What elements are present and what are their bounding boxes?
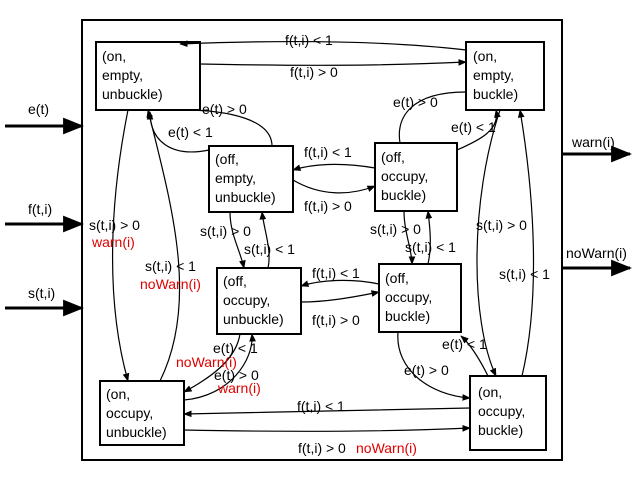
edge-s7-s8 bbox=[183, 424, 471, 432]
label-s-gt0-c1: s(t,i) > 0 bbox=[200, 223, 251, 239]
label-f-lt1-low: f(t,i) < 1 bbox=[312, 265, 360, 281]
state-off-occupy-buckle-lower bbox=[378, 263, 462, 333]
input-arrows bbox=[5, 117, 85, 317]
state-3-line-2: empty, bbox=[215, 170, 256, 186]
label-e-gt0-bl: e(t) > 0 bbox=[214, 367, 259, 383]
output-arrows bbox=[562, 145, 633, 277]
state-8-line-2: occupy, bbox=[478, 403, 525, 419]
edge-s1-s2 bbox=[199, 58, 467, 66]
label-f-gt0-mid: f(t,i) > 0 bbox=[304, 198, 352, 214]
label-s-lt1-right: s(t,i) < 1 bbox=[499, 266, 550, 282]
edge-s5-s7 bbox=[183, 333, 241, 393]
edge-s4-s3 bbox=[292, 163, 376, 171]
label-f-lt1-top: f(t,i) < 1 bbox=[285, 32, 333, 48]
label-s-gt0-left: s(t,i) > 0 bbox=[89, 217, 140, 233]
label-f-lt1-bot: f(t,i) < 1 bbox=[297, 398, 345, 414]
state-off-occupy-unbuckle bbox=[216, 267, 302, 335]
state-off-empty-unbuckle bbox=[208, 145, 294, 213]
label-e-lt1-br: e(t) < 1 bbox=[442, 336, 487, 352]
state-7-line-1: (on, bbox=[106, 386, 130, 402]
label-nowarn-bot: noWarn(i) bbox=[356, 440, 417, 456]
state-3-line-3: unbuckle) bbox=[215, 189, 276, 205]
state-4-line-3: buckle) bbox=[381, 187, 426, 203]
label-f-gt0-top: f(t,i) > 0 bbox=[290, 64, 338, 80]
edge-s5-s6 bbox=[300, 290, 380, 303]
state-6-line-3: buckle) bbox=[385, 308, 430, 324]
label-f-lt1-mid: f(t,i) < 1 bbox=[304, 144, 352, 160]
edge-s3-s4 bbox=[292, 179, 376, 194]
output-label-warn: warn(i) bbox=[571, 134, 615, 150]
label-f-gt0-bot: f(t,i) > 0 bbox=[298, 440, 346, 456]
state-2-line-2: empty, bbox=[473, 67, 514, 83]
edge-s2-s4 bbox=[398, 91, 467, 144]
label-s-gt0-c2: s(t,i) > 0 bbox=[370, 221, 421, 237]
state-2-line-3: buckle) bbox=[473, 86, 518, 102]
edge-s8-s6 bbox=[460, 335, 489, 377]
label-warn-left: warn(i) bbox=[91, 234, 135, 250]
edge-s7-s1 bbox=[146, 109, 181, 382]
state-5-line-3: unbuckle) bbox=[223, 311, 284, 327]
state-off-occupy-buckle-upper bbox=[374, 142, 458, 212]
label-e-lt1-left: e(t) < 1 bbox=[168, 124, 213, 140]
label-s-lt1-c2: s(t,i) < 1 bbox=[405, 239, 456, 255]
input-label-s: s(t,i) bbox=[28, 285, 55, 301]
transition-labels: f(t,i) < 1 f(t,i) > 0 e(t) > 0 e(t) < 1 … bbox=[89, 32, 550, 456]
output-label-nowarn: noWarn(i) bbox=[566, 245, 627, 261]
state-on-empty-unbuckle bbox=[95, 41, 201, 111]
label-e-gt0-br: e(t) > 0 bbox=[404, 362, 449, 378]
state-on-occupy-unbuckle bbox=[99, 380, 185, 446]
label-warn-bl: warn(i) bbox=[217, 380, 261, 396]
state-1-line-2: empty, bbox=[102, 67, 143, 83]
transitions bbox=[111, 40, 535, 432]
edge-s3-s5 bbox=[229, 211, 246, 269]
label-s-lt1-c1: s(t,i) < 1 bbox=[244, 241, 295, 257]
state-boxes bbox=[95, 41, 547, 451]
edge-s6-s4 bbox=[425, 210, 433, 265]
state-4-line-1: (off, bbox=[381, 149, 405, 165]
state-texts: (on, empty, unbuckle) (on, empty, buckle… bbox=[102, 48, 525, 440]
input-label-e: e(t) bbox=[28, 101, 49, 117]
state-5-line-2: occupy, bbox=[223, 292, 270, 308]
state-on-empty-buckle bbox=[465, 41, 545, 111]
label-e-lt1-bl: e(t) < 1 bbox=[213, 340, 258, 356]
state-7-line-3: unbuckle) bbox=[106, 424, 167, 440]
state-2-line-1: (on, bbox=[473, 48, 497, 64]
edge-s8-s2 bbox=[517, 109, 535, 377]
edge-s1-s7 bbox=[111, 109, 130, 382]
edge-s6-s5 bbox=[300, 279, 380, 287]
edge-s8-s7 bbox=[183, 407, 471, 418]
label-s-lt1-left: s(t,i) < 1 bbox=[145, 258, 196, 274]
state-4-line-2: occupy, bbox=[381, 168, 428, 184]
state-8-line-3: buckle) bbox=[478, 422, 523, 438]
state-8-line-1: (on, bbox=[478, 384, 502, 400]
state-5-line-1: (off, bbox=[223, 273, 247, 289]
label-e-gt0-left: e(t) > 0 bbox=[202, 101, 247, 117]
state-6-line-2: occupy, bbox=[385, 289, 432, 305]
edge-s6-s8 bbox=[397, 331, 471, 401]
system-boundary bbox=[81, 19, 563, 461]
label-f-gt0-low: f(t,i) > 0 bbox=[312, 312, 360, 328]
label-e-gt0-right: e(t) > 0 bbox=[393, 94, 438, 110]
edge-s4-s6 bbox=[403, 210, 416, 265]
state-7-line-2: occupy, bbox=[106, 405, 153, 421]
edge-s5-s3 bbox=[259, 211, 270, 269]
label-nowarn-left: noWarn(i) bbox=[140, 276, 201, 292]
state-3-line-1: (off, bbox=[215, 151, 239, 167]
state-6-line-1: (off, bbox=[385, 270, 409, 286]
edge-s1-s3 bbox=[181, 109, 273, 147]
edge-s2-s8 bbox=[476, 109, 501, 377]
label-s-gt0-right: s(t,i) > 0 bbox=[476, 217, 527, 233]
input-label-f: f(t,i) bbox=[28, 201, 52, 217]
edge-s2-s1 bbox=[179, 40, 467, 51]
edge-s4-s2 bbox=[456, 109, 501, 151]
label-nowarn-bl: noWarn(i) bbox=[176, 354, 237, 370]
edge-s7-s5 bbox=[183, 333, 256, 401]
state-on-occupy-buckle bbox=[469, 375, 547, 451]
state-1-line-3: unbuckle) bbox=[102, 86, 163, 102]
label-e-lt1-right: e(t) < 1 bbox=[451, 119, 496, 135]
state-1-line-1: (on, bbox=[102, 48, 126, 64]
